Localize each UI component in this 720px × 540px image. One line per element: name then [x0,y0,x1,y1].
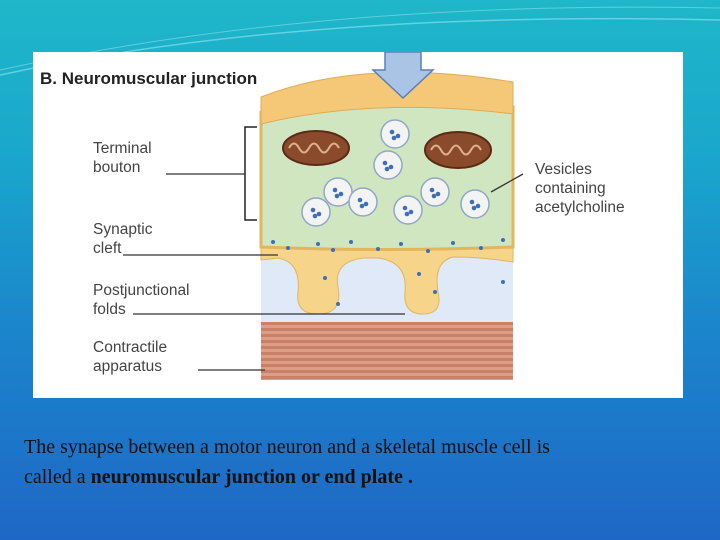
diagram-panel: B. Neuromuscular junction [33,52,683,398]
label-vesicles: Vesicles containing acetylcholine [535,161,625,216]
caption-line-2-prefix: called a [24,466,91,488]
caption-line-2-bold: neuromuscular junction or end plate . [91,466,413,488]
mitochondrion-right-icon [425,132,491,168]
slide-caption: The synapse between a motor neuron and a… [24,432,704,492]
label-synaptic-cleft: Synaptic cleft [93,221,157,257]
title-text: B. Neuromuscular junction [40,69,257,88]
label-contractile-apparatus: Contractile apparatus [93,339,171,375]
terminal-bouton-bracket [245,127,257,220]
label-postjunctional-folds: Postjunctional folds [93,282,194,318]
neuromuscular-junction-diagram: B. Neuromuscular junction [33,52,683,398]
caption-line-1: The synapse between a motor neuron and a… [24,436,550,458]
mitochondrion-left-icon [283,131,349,165]
contractile-apparatus-shape [261,322,513,380]
diagram-title: B. Neuromuscular junction [40,69,257,88]
label-terminal-bouton: Terminal bouton [93,140,156,176]
